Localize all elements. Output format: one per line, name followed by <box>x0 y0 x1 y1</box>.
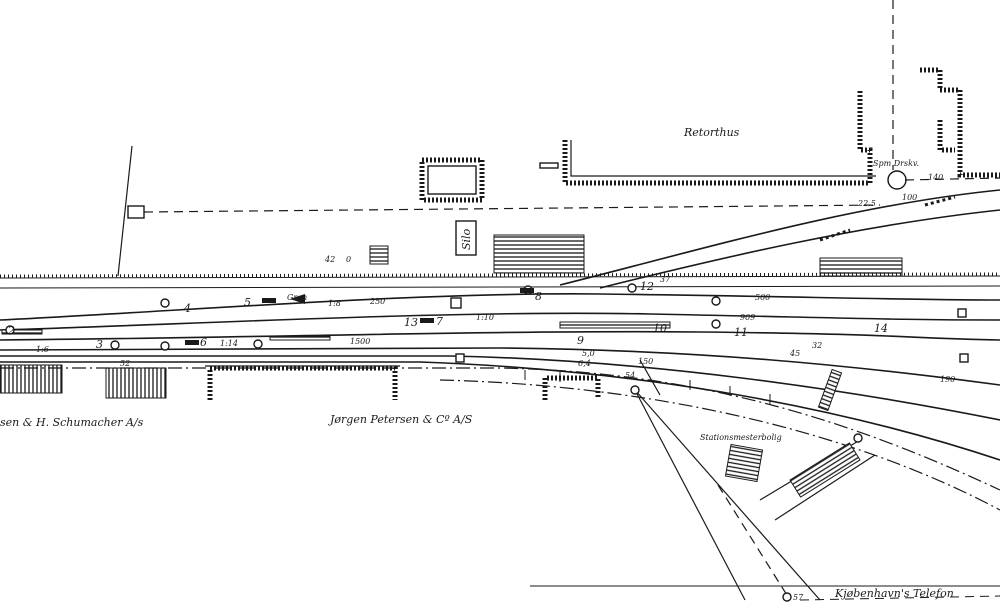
hut-left <box>127 205 145 219</box>
num-label: 0 <box>346 255 351 264</box>
silo-label: Silo <box>460 228 473 250</box>
num-label: 22.5 <box>857 199 876 208</box>
shed-1 <box>493 234 585 274</box>
num-label: 1:8 <box>328 299 341 308</box>
num-label: 42 <box>324 255 335 264</box>
num-label: 1:10 <box>476 313 494 322</box>
spm-drskv-circle <box>887 170 907 190</box>
spm-drskv-label: Spm Drskv. <box>873 159 919 168</box>
num-label: 8 <box>535 290 542 303</box>
schumacher-label: sen & H. Schumacher A/s <box>0 416 144 429</box>
labels: Retorthus Spm Drskv. sen & H. Schumacher… <box>0 126 955 602</box>
num-label: 140 <box>928 173 943 182</box>
num-label: 5 <box>244 296 251 309</box>
num-label: 9 <box>577 334 584 347</box>
num-label: 150 <box>638 357 653 366</box>
num-label: 14 <box>874 322 888 335</box>
num-label: 2 <box>7 324 15 337</box>
num-label: 12 <box>640 280 654 293</box>
num-label: 11 <box>734 326 748 339</box>
num-label: 45 <box>789 349 800 358</box>
num-label: 1:6 <box>36 345 49 354</box>
shed-2 <box>369 245 389 265</box>
num-label: 190 <box>940 375 955 384</box>
num-label: 54 <box>625 371 635 380</box>
retorthus-label: Retorthus <box>683 126 740 139</box>
num-label: 10 <box>653 322 667 335</box>
num-label: 5,0 <box>582 349 595 358</box>
num-label: 1:14 <box>220 339 238 348</box>
num-label: 57 <box>793 593 804 602</box>
num-label: 1500 <box>350 337 370 346</box>
num-label: 13 <box>404 316 418 329</box>
num-label: 52 <box>120 359 130 368</box>
buildings: Silo <box>0 67 1000 483</box>
num-label: 100 <box>902 193 917 202</box>
stationsmester-label: Stationsmesterbolig <box>700 433 782 442</box>
num-label: 3 <box>96 338 103 351</box>
signals <box>5 162 969 602</box>
num-label: 250 <box>369 297 385 306</box>
square-building <box>419 157 485 203</box>
num-label: 37 <box>660 275 671 284</box>
num-label: 6,4 <box>578 359 591 368</box>
schumacher-shed-2 <box>105 367 167 399</box>
schumacher-shed-1 <box>0 364 63 394</box>
num-label: 6 <box>200 336 207 349</box>
gran-label: Gran <box>287 293 307 302</box>
retorthus-building <box>562 90 873 186</box>
petersen-label: Jørgen Petersen & Cº A/S <box>328 413 473 426</box>
stationsmesterbolig <box>724 443 764 483</box>
num-label: 4 <box>183 302 191 315</box>
num-label: 909 <box>740 313 755 322</box>
silo-building <box>455 220 477 256</box>
num-label: 500 <box>755 293 770 302</box>
telefon-label: Kjøbenhavn's Telefon <box>834 587 954 600</box>
petersen-building <box>207 365 398 400</box>
num-label: 32 <box>812 341 822 350</box>
num-label: 7 <box>436 315 443 328</box>
petersen-building-2 <box>542 375 601 400</box>
